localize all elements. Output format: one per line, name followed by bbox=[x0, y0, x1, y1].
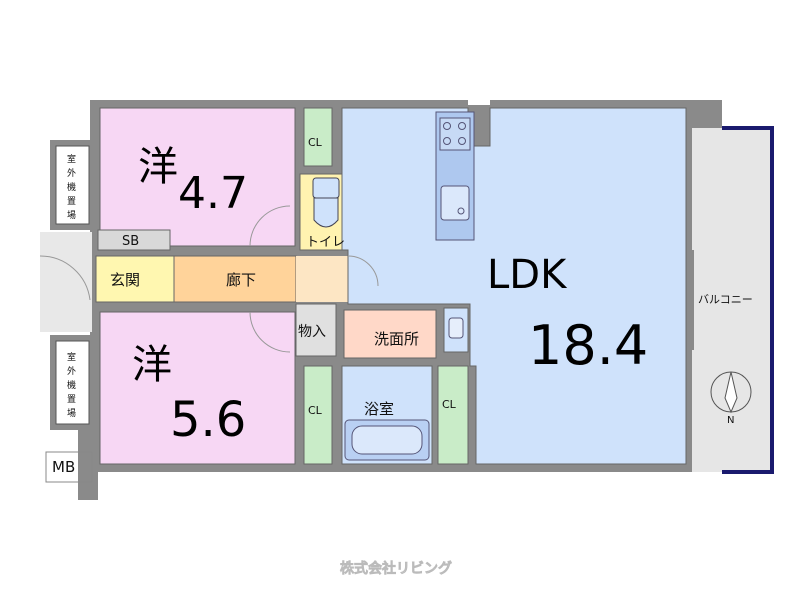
ldk-name: LDK bbox=[487, 252, 568, 298]
mb-label: MB bbox=[52, 458, 75, 476]
meter-box bbox=[45, 451, 93, 483]
room2-size: 5.6 bbox=[170, 392, 246, 448]
bathtub-icon bbox=[344, 419, 430, 461]
storage-sb bbox=[97, 229, 171, 251]
kitchen-counter bbox=[435, 111, 475, 241]
closet-3 bbox=[437, 365, 469, 465]
closet-2-label: CL bbox=[308, 404, 323, 417]
outdoor-unit-1-char-1: 室 bbox=[67, 153, 76, 165]
western-room-2 bbox=[99, 311, 296, 465]
outdoor-unit-2-char-2: 外 bbox=[67, 365, 76, 377]
outdoor-unit-2-char-1: 室 bbox=[67, 351, 76, 363]
ldk-size: 18.4 bbox=[528, 314, 648, 377]
room1-size: 4.7 bbox=[178, 168, 248, 219]
closet-2 bbox=[303, 365, 333, 465]
compass-north: N bbox=[727, 415, 734, 426]
washroom bbox=[343, 309, 437, 359]
ldk-room bbox=[341, 107, 687, 465]
hallway-ext bbox=[296, 256, 348, 302]
western-room-1 bbox=[99, 107, 296, 247]
hallway-label: 廊下 bbox=[226, 271, 256, 289]
outdoor-unit-2-char-5: 場 bbox=[67, 407, 76, 419]
sb-label: SB bbox=[122, 234, 139, 249]
room-labels: 洋 4.7 洋 5.6 LDK 18.4 CL CL CL トイレ SB 玄関 … bbox=[52, 136, 753, 476]
outdoor-unit-2-char-4: 置 bbox=[67, 394, 76, 405]
door-swings bbox=[39, 205, 379, 353]
compass-icon: N bbox=[710, 371, 752, 426]
outdoor-unit-space-top bbox=[55, 145, 90, 225]
outdoor-unit-1-char-5: 場 bbox=[67, 209, 76, 221]
closet-1-label: CL bbox=[308, 136, 323, 149]
closet-3-label: CL bbox=[442, 398, 457, 411]
bathroom-label: 浴室 bbox=[364, 400, 394, 418]
outdoor-unit-2-char-3: 機 bbox=[67, 379, 76, 391]
outdoor-unit-1-char-4: 置 bbox=[67, 196, 76, 207]
outdoor-unit-space-bottom bbox=[55, 340, 90, 425]
toilet-icon bbox=[312, 177, 340, 228]
balcony-label: バルコニー bbox=[698, 293, 753, 306]
hallway bbox=[173, 255, 297, 303]
storage-label: 物入 bbox=[298, 324, 326, 340]
outdoor-unit-1-char-2: 外 bbox=[67, 167, 76, 179]
entrance-label: 玄関 bbox=[110, 271, 140, 289]
entrance-porch bbox=[40, 232, 92, 332]
room2-kanji: 洋 bbox=[132, 342, 172, 388]
toilet-label: トイレ bbox=[306, 235, 345, 250]
washroom-label: 洗面所 bbox=[374, 330, 419, 348]
outdoor-unit-1-char-3: 機 bbox=[67, 181, 76, 193]
watermark: 株式会社リビング bbox=[340, 560, 452, 577]
storage-closet bbox=[295, 303, 337, 357]
entrance bbox=[95, 255, 175, 303]
closet-1 bbox=[303, 107, 333, 167]
washbasin-bowl-icon bbox=[448, 317, 464, 339]
room1-kanji: 洋 bbox=[138, 144, 178, 190]
balcony bbox=[688, 126, 774, 474]
